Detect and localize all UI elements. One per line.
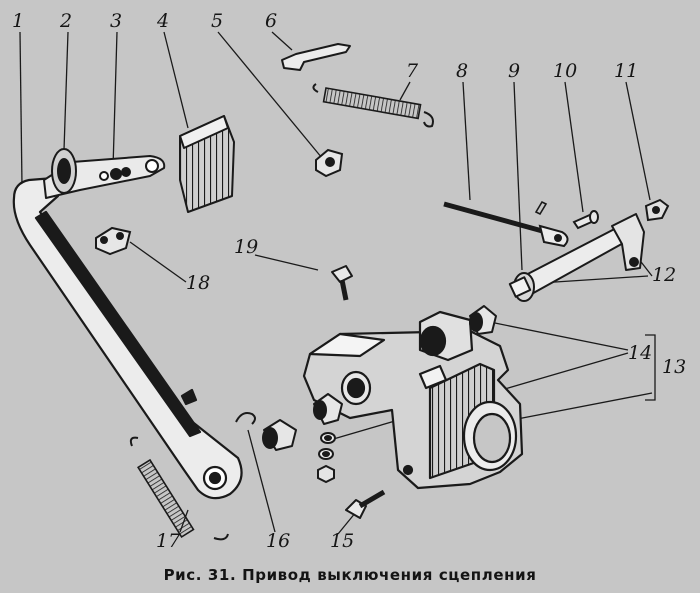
callout-7: 7 (406, 60, 419, 82)
figure-caption: Рис. 31. Привод выключения сцепления (163, 566, 537, 584)
spring-clip (235, 412, 256, 425)
callout-18: 18 (186, 272, 211, 294)
grease-fitting (644, 198, 670, 222)
small-clip (315, 148, 344, 178)
pedal-rod-arm (43, 148, 166, 199)
callout-14: 14 (628, 342, 653, 364)
bolt-15 (345, 489, 386, 519)
callout-16: 16 (266, 530, 291, 552)
lower-return-spring (129, 436, 229, 541)
callout-1: 1 (12, 10, 25, 32)
leader-lines (19, 31, 656, 535)
pedal-stop-block (95, 226, 132, 256)
callout-17: 17 (156, 530, 181, 552)
callout-10: 10 (553, 60, 578, 82)
bolt-19 (331, 265, 353, 301)
clevis-pin (572, 210, 599, 230)
callout-8: 8 (456, 60, 469, 82)
callout-15: 15 (330, 530, 355, 552)
callout-13: 13 (662, 356, 687, 378)
callout-12: 12 (652, 264, 677, 286)
callout-6: 6 (265, 10, 278, 32)
pedal-lever (12, 176, 243, 500)
callout-9: 9 (508, 60, 521, 82)
release-shaft (508, 213, 645, 302)
pedal-pad (179, 115, 235, 213)
spring-bracket (281, 43, 351, 71)
adjusting-rod (443, 201, 569, 248)
callout-11: 11 (614, 60, 639, 82)
callout-4: 4 (157, 10, 170, 32)
callout-5: 5 (211, 10, 224, 32)
upper-return-spring (312, 83, 434, 128)
cotter-pin (534, 200, 548, 216)
callout-2: 2 (60, 10, 73, 32)
bracket-housing (302, 310, 524, 490)
bushings (262, 305, 497, 451)
callout-19: 19 (234, 236, 259, 258)
callout-3: 3 (110, 10, 123, 32)
washers-and-nut (317, 432, 336, 484)
